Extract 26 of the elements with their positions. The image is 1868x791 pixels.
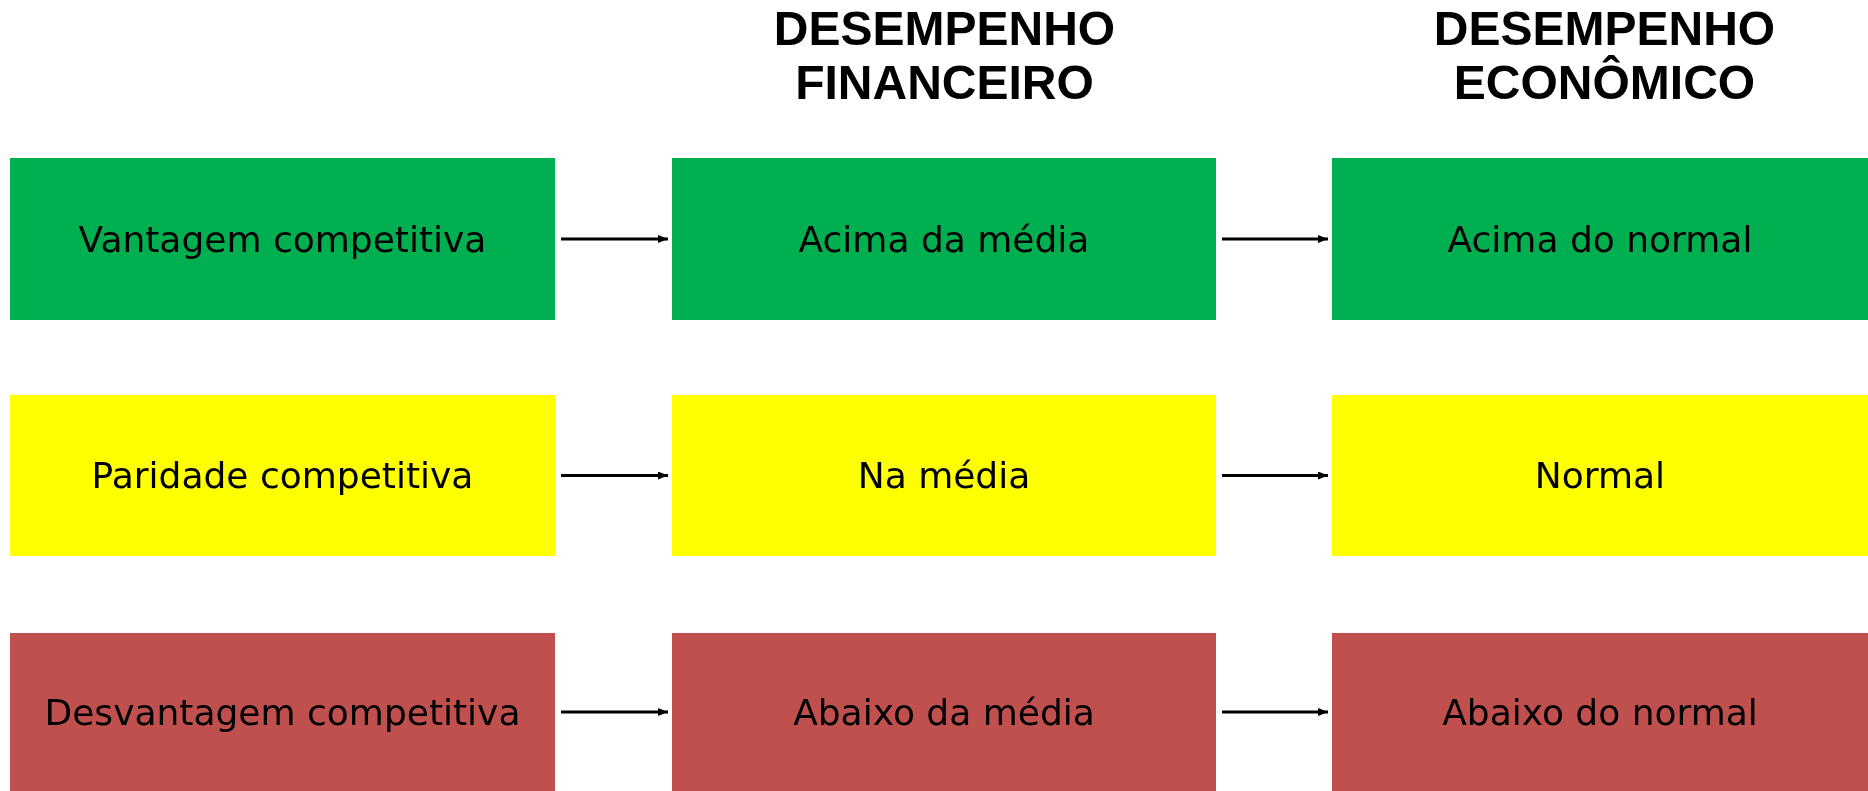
column-heading: DESEMPENHO FINANCEIRO: [772, 2, 1117, 110]
process-box: [10, 395, 555, 556]
arrow: [1222, 708, 1328, 716]
column-heading: DESEMPENHO ECONÔMICO: [1432, 2, 1777, 110]
box-label: Acima do normal: [1447, 218, 1753, 260]
box-label: Paridade competitiva: [91, 455, 474, 496]
arrow: [561, 471, 668, 480]
box-label: Desvantagem competitiva: [44, 691, 521, 733]
process-box: [672, 158, 1216, 320]
box-label: Na média: [857, 455, 1031, 496]
box-label: Acima da média: [798, 218, 1090, 260]
process-box: [1332, 158, 1868, 320]
arrow: [1222, 471, 1328, 480]
box-label: Vantagem competitiva: [78, 218, 487, 260]
process-box: [1332, 633, 1868, 791]
process-box: [672, 633, 1216, 791]
process-box: [672, 395, 1216, 556]
arrow: [1222, 235, 1328, 243]
process-box: [10, 633, 555, 791]
arrow: [561, 708, 668, 716]
box-label: Normal: [1534, 455, 1666, 496]
process-box: [1332, 395, 1868, 556]
arrow: [561, 235, 668, 243]
box-label: Abaixo do normal: [1442, 691, 1758, 733]
box-label: Abaixo da média: [793, 691, 1095, 733]
process-box: [10, 158, 555, 320]
